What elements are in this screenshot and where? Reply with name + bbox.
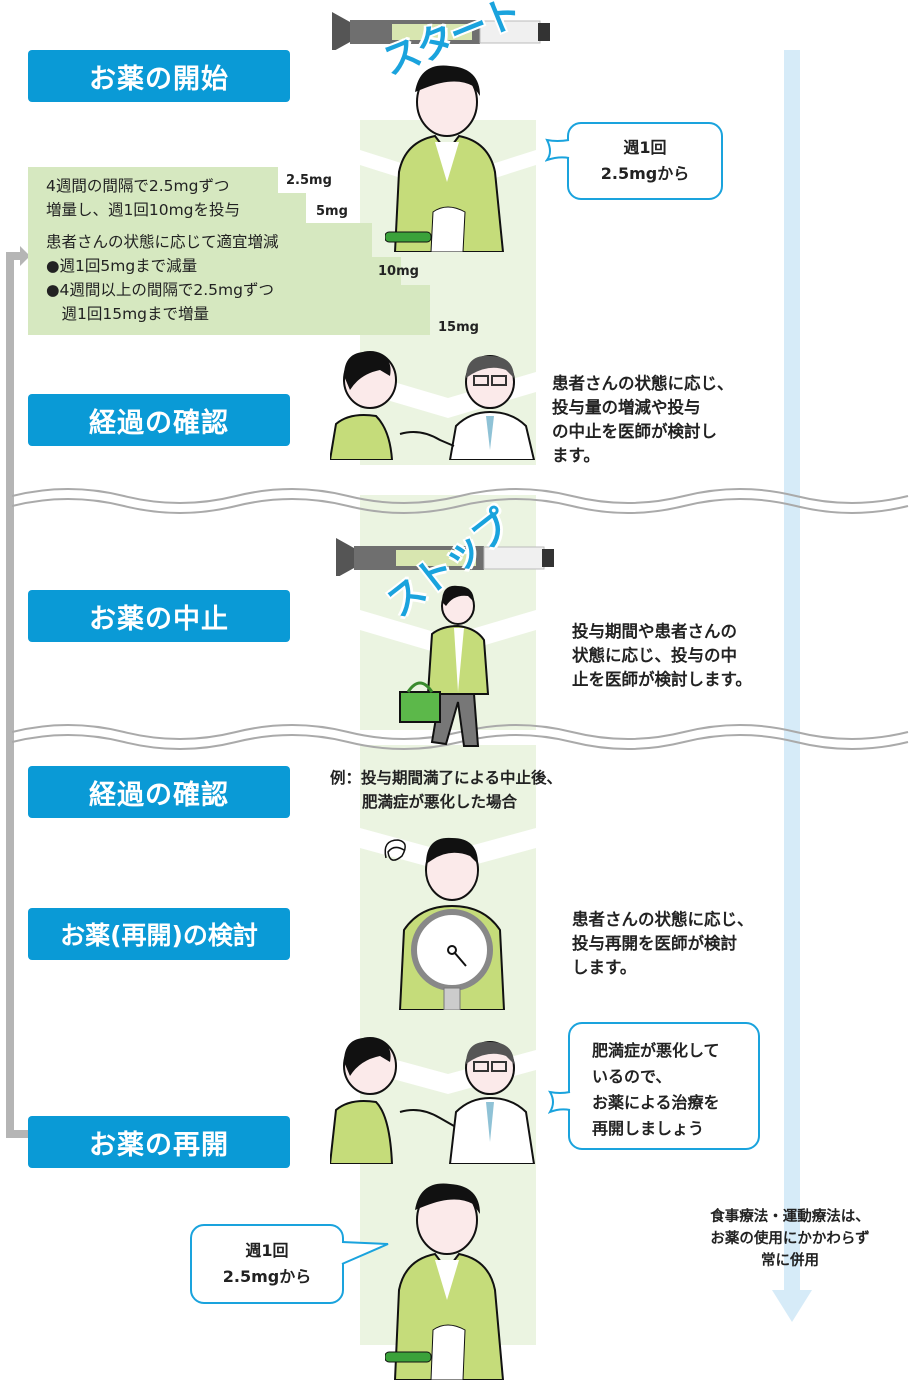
dose-line: ●4週間以上の間隔で2.5mgずつ <box>46 281 274 299</box>
bubble-line: 2.5mgから <box>222 1267 312 1286</box>
bubble-line: いるので、 <box>592 1067 672 1086</box>
note-line: 食事療法・運動療法は、 <box>710 1209 870 1225</box>
desc-line: 状態に応じ、投与の中 <box>572 646 737 665</box>
dose-label-5mg: 5mg <box>316 204 348 219</box>
doctor-consultation-illustration-2 <box>330 1037 536 1164</box>
desc-line: 止を医師が検討します。 <box>572 670 752 689</box>
time-gap-divider-2 <box>12 724 909 750</box>
dose-step-5 <box>28 285 430 335</box>
dose-line: 患者さんの状態に応じて適宜増減 <box>46 233 279 251</box>
stage-label-resume: お薬の再開 <box>28 1116 290 1168</box>
loop-bracket-bottom <box>6 1130 28 1138</box>
desc-line: します。 <box>572 958 637 977</box>
ongoing-therapy-arrowhead <box>772 1290 812 1322</box>
stage-label-stop: お薬の中止 <box>28 590 290 642</box>
desc-line: 患者さんの状態に応じ、 <box>572 910 754 929</box>
bubble-line: 再開しましょう <box>592 1119 705 1138</box>
loop-arrowhead-icon <box>20 246 30 266</box>
stage-label-check-progress-2: 経過の確認 <box>28 766 290 818</box>
patient-weighing-illustration <box>384 837 506 1010</box>
note-line: 常に併用 <box>761 1253 819 1269</box>
lifestyle-therapy-note: 食事療法・運動療法は、 お薬の使用にかかわらず 常に併用 <box>690 1206 890 1272</box>
speech-bubble-doctor: 肥満症が悪化して いるので、 お薬による治療を 再開しましょう <box>568 1022 760 1150</box>
patient-injecting-illustration-2 <box>385 1183 505 1380</box>
loop-bracket-top <box>6 252 22 260</box>
dose-label-10mg: 10mg <box>378 264 419 279</box>
bubble-tail-icon <box>548 1090 571 1114</box>
injector-pen-stop-icon <box>336 538 554 576</box>
time-gap-divider <box>12 488 909 514</box>
dose-line: 4週間の間隔で2.5mgずつ <box>46 177 230 195</box>
bubble-tail-icon <box>341 1241 389 1265</box>
desc-line: 患者さんの状態に応じ、 <box>552 374 734 393</box>
desc-line: 投与期間や患者さんの <box>572 622 737 641</box>
ongoing-therapy-arrow <box>784 50 800 1295</box>
stage-label-start: お薬の開始 <box>28 50 290 102</box>
stage-label-check-progress: 経過の確認 <box>28 394 290 446</box>
example-line: 肥満症が悪化した場合 <box>362 793 518 811</box>
dose-step-2 <box>28 193 306 223</box>
bubble-line: 週1回 <box>245 1241 289 1260</box>
speech-bubble-start-dose: 週1回 2.5mgから <box>567 122 723 200</box>
desc-line: 投与量の増減や投与 <box>552 398 701 417</box>
doctor-consultation-illustration <box>330 351 536 460</box>
stage-label-resume-review: お薬(再開)の検討 <box>28 908 290 960</box>
description-progress-check: 患者さんの状態に応じ、 投与量の増減や投与 の中止を医師が検討し ます。 <box>552 372 734 468</box>
dose-step-4 <box>28 257 401 285</box>
dose-line: 週1回15mgまで増量 <box>46 305 210 323</box>
dose-schedule-text: 4週間の間隔で2.5mgずつ 増量し、週1回10mgを投与 患者さんの状態に応じ… <box>46 174 279 326</box>
bubble-line: 週1回 <box>623 138 667 157</box>
example-note: 例：投与期間満了による中止後、 肥満症が悪化した場合 <box>330 766 562 814</box>
bubble-line: 2.5mgから <box>600 164 690 183</box>
dose-line: ●週1回5mgまで減量 <box>46 257 198 275</box>
desc-line: の中止を医師が検討し <box>552 422 717 441</box>
desc-line: 投与再開を医師が検討 <box>572 934 737 953</box>
loop-bracket-vertical <box>6 252 14 1138</box>
desc-line: ます。 <box>552 446 600 465</box>
bubble-tail-icon <box>545 138 570 162</box>
description-stop: 投与期間や患者さんの 状態に応じ、投与の中 止を医師が検討します。 <box>572 620 752 692</box>
description-resume-review: 患者さんの状態に応じ、 投与再開を医師が検討 します。 <box>572 908 754 980</box>
dose-line: 増量し、週1回10mgを投与 <box>46 201 241 219</box>
injector-pen-icon <box>332 12 550 50</box>
dose-label-2-5mg: 2.5mg <box>286 173 332 188</box>
dose-step-1 <box>28 167 278 193</box>
dose-label-15mg: 15mg <box>438 320 479 335</box>
bubble-line: お薬による治療を <box>592 1093 720 1112</box>
speech-bubble-restart-dose: 週1回 2.5mgから <box>190 1224 344 1304</box>
patient-injecting-illustration <box>385 65 505 252</box>
note-line: お薬の使用にかかわらず <box>710 1231 870 1247</box>
bubble-line: 肥満症が悪化して <box>592 1041 720 1060</box>
patient-walking-illustration <box>399 585 490 747</box>
dose-step-3 <box>28 223 372 257</box>
example-line: 例：投与期間満了による中止後、 <box>330 769 563 787</box>
